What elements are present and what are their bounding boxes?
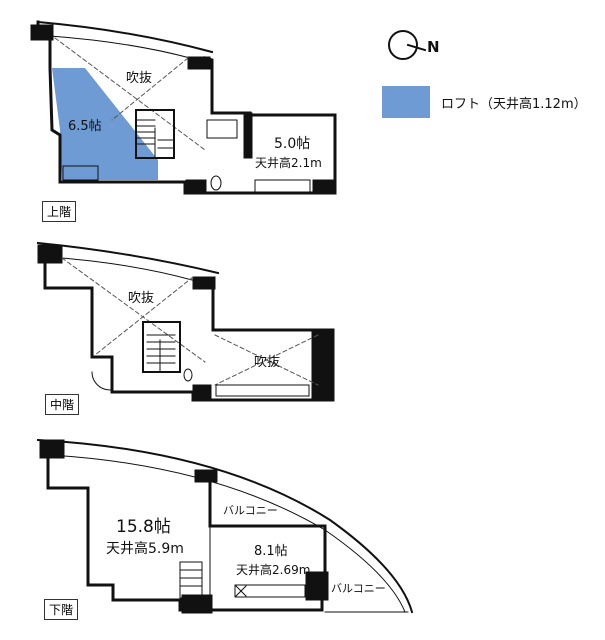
upper-void-label: 吹抜	[126, 71, 153, 86]
upper-room-area: 5.0帖	[274, 136, 311, 152]
lower-main-ceiling: 天井高5.9m	[106, 541, 184, 557]
lower-floor-tag: 下階	[44, 599, 79, 620]
upper-floor-tag: 上階	[42, 201, 77, 222]
middle-void-label-2: 吹抜	[254, 355, 281, 370]
balcony-label-1: バルコニー	[223, 504, 278, 517]
loft-area-label: 6.5帖	[68, 119, 102, 134]
upper-room-ceiling: 天井高2.1m	[255, 156, 322, 170]
loft-legend-label: ロフト（天井高1.12m）	[441, 97, 587, 112]
middle-void-label-1: 吹抜	[128, 291, 155, 306]
lower-room-area: 8.1帖	[254, 544, 288, 559]
balcony-label-2: バルコニー	[331, 582, 386, 595]
lower-room-ceiling: 天井高2.69m	[236, 563, 311, 577]
north-label: N	[427, 38, 440, 56]
middle-floor-tag: 中階	[45, 394, 80, 415]
loft-legend-swatch	[382, 86, 430, 118]
lower-main-area: 15.8帖	[116, 517, 171, 537]
